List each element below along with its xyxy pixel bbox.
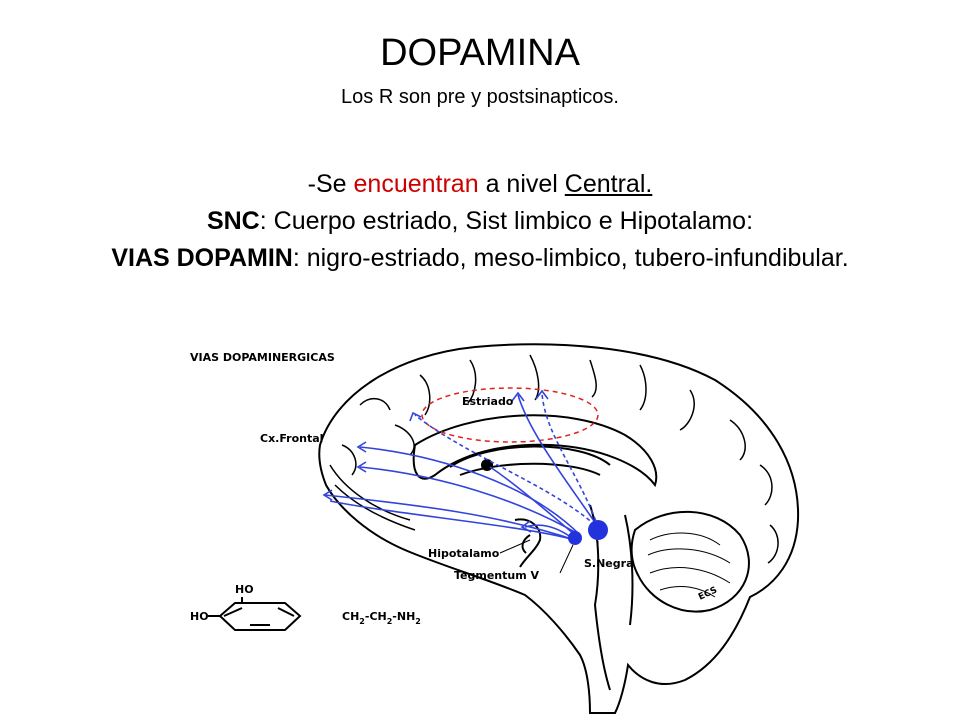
leader-tegmentum xyxy=(559,544,574,574)
pathway-frontal-3 xyxy=(324,494,576,541)
s-negra-dot xyxy=(588,520,608,540)
pathway-mesolimbic xyxy=(489,466,576,536)
snc-label: SNC xyxy=(206,207,260,235)
arrowhead-4 xyxy=(511,391,525,402)
arrowhead-1 xyxy=(356,441,367,453)
arrowhead-2 xyxy=(356,461,367,473)
accumbens-dot xyxy=(481,459,493,471)
tegmentum-dot xyxy=(568,531,582,545)
frontal-lobe-arc xyxy=(329,464,416,531)
brain-outline xyxy=(318,343,800,714)
dopamine-pathways xyxy=(324,392,599,541)
label-cx-frontal: Cx.Frontal xyxy=(260,432,323,445)
brain-diagram: VIAS DOPAMINERGICAS Estriado Cx.Frontal … xyxy=(190,343,800,714)
line-1-prefix: -Se xyxy=(307,170,354,198)
dopamine-structure: HO HO CH2-CH2-NH2 xyxy=(190,583,421,631)
line-3: VIAS DOPAMIN: nigro-estriado, meso-limbi… xyxy=(60,240,900,277)
benzene-double-bonds xyxy=(223,607,295,626)
underlined-central: Central. xyxy=(564,170,653,198)
pathway-nigrostriatal xyxy=(517,394,599,528)
striatum-ellipse xyxy=(421,387,599,443)
slide-subtitle: Los R son pre y postsinapticos. xyxy=(341,86,619,108)
formula-ho-left: HO xyxy=(190,610,209,623)
vias-text: : nigro-estriado, meso-limbico, tubero-i… xyxy=(292,244,849,272)
snc-text: : Cuerpo estriado, Sist limbico e Hipota… xyxy=(259,207,754,235)
arrowhead-6 xyxy=(409,411,422,422)
slide-title: DOPAMINA xyxy=(380,32,580,74)
formula-ho-top: HO xyxy=(235,583,254,596)
label-signature: ECS xyxy=(697,585,719,602)
leader-hipotalamo xyxy=(499,539,531,554)
diagram-title: VIAS DOPAMINERGICAS xyxy=(190,351,335,364)
cerebellum-folia xyxy=(647,532,731,598)
pathway-mesocortical xyxy=(359,446,581,536)
line-1: -Se encuentran a nivel Central. xyxy=(60,166,900,203)
pathway-striatal-dashed-2 xyxy=(414,414,596,526)
gyri-lines xyxy=(341,354,779,564)
formula-chain: CH2-CH2-NH2 xyxy=(342,610,421,626)
arrowhead-3 xyxy=(322,489,333,501)
hypothalamus-region xyxy=(514,518,542,568)
line-2: SNC: Cuerpo estriado, Sist limbico e Hip… xyxy=(60,203,900,240)
corpus-callosum xyxy=(412,414,658,488)
pathway-basal xyxy=(329,500,576,541)
label-leaders xyxy=(499,539,599,574)
arrowhead-7 xyxy=(520,520,532,533)
cerebellum xyxy=(630,510,750,613)
arrowhead-5 xyxy=(535,389,549,400)
body-text: -Se encuentran a nivel Central. SNC: Cue… xyxy=(60,166,900,277)
vias-label: VIAS DOPAMIN xyxy=(111,244,293,272)
label-tegmentum: Tegmentum V xyxy=(454,569,540,582)
inner-arc xyxy=(449,445,611,476)
label-hipotalamo: Hipotalamo xyxy=(428,547,500,560)
pathway-frontal-2 xyxy=(359,466,581,536)
label-estriado: Estriado xyxy=(462,395,514,408)
pathway-striatal-dashed xyxy=(541,392,599,528)
ho-bonds xyxy=(208,597,243,617)
highlight-encuentran: encuentran xyxy=(353,170,479,198)
line-1-middle: a nivel xyxy=(478,170,565,198)
pathway-arrowheads xyxy=(322,389,549,533)
label-s-negra: S.Negra xyxy=(584,557,634,570)
